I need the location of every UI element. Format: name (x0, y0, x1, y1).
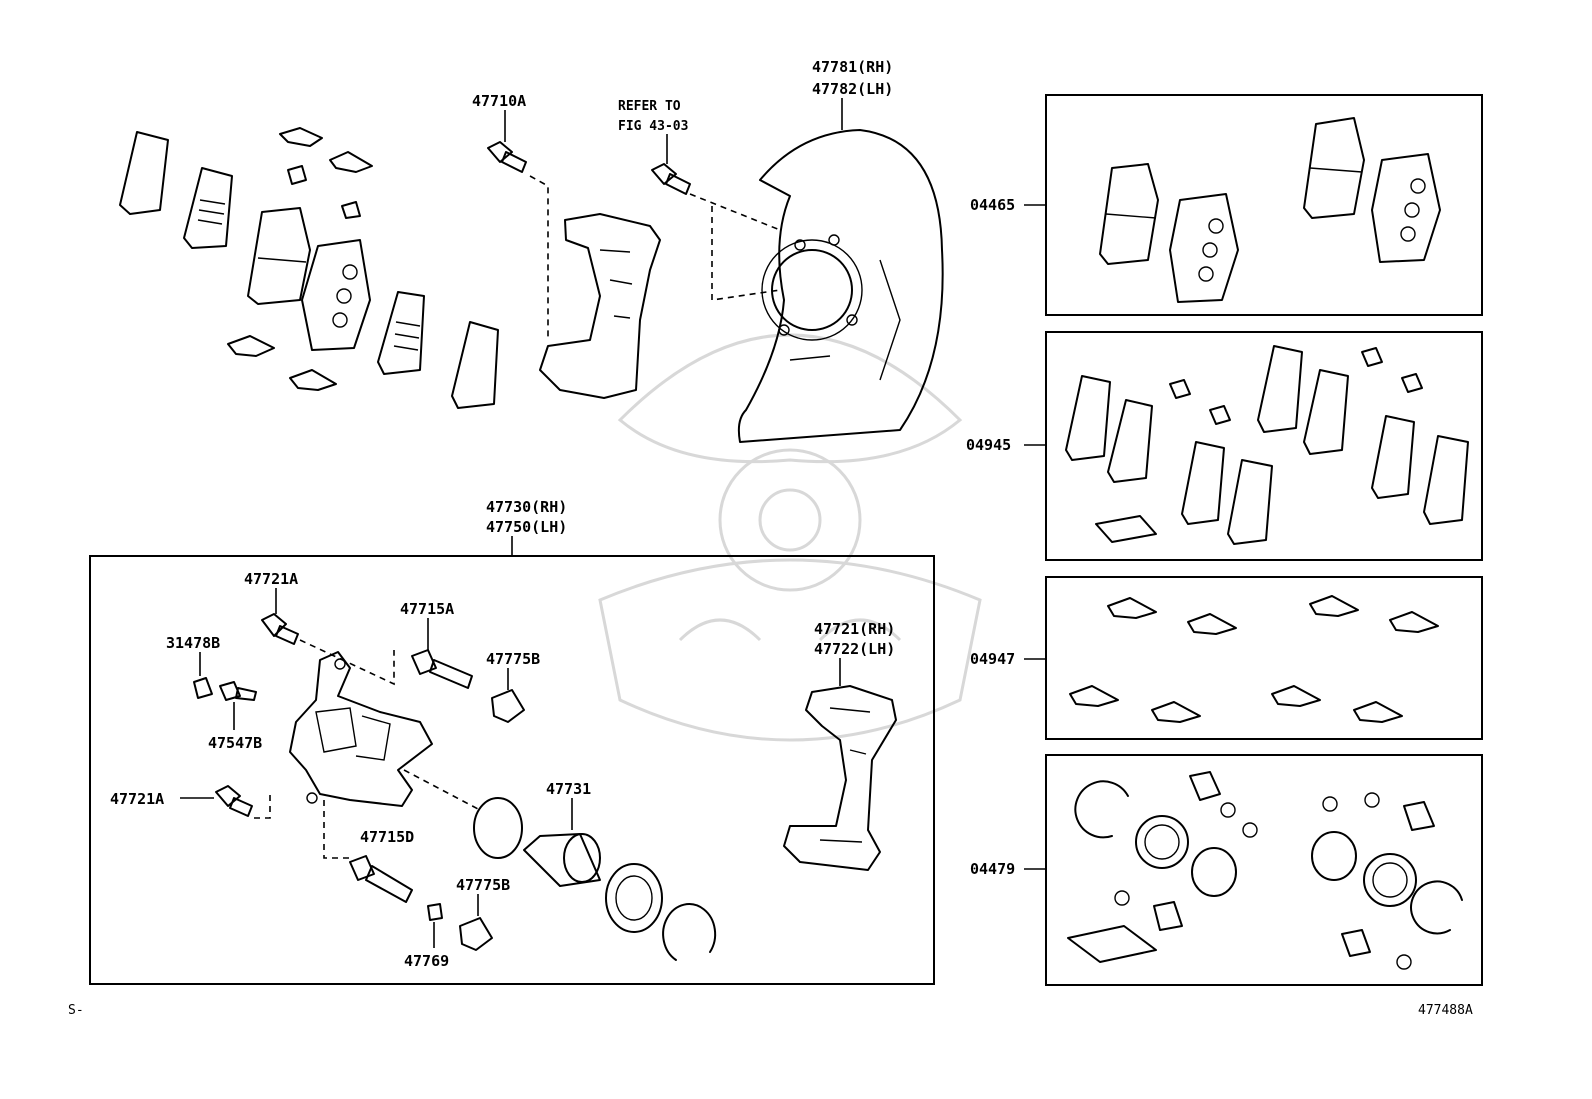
torque-plate-47721[interactable] (783, 685, 897, 871)
label-47715d: 47715D (360, 828, 414, 846)
piston-seal-ring[interactable] (473, 797, 523, 859)
watermark-logo (598, 333, 982, 742)
kit-box-04465[interactable] (1045, 94, 1483, 316)
kit-box-04479[interactable] (1045, 754, 1483, 986)
label-31478b: 31478B (166, 634, 220, 652)
kit-04945-shims (1065, 345, 1469, 545)
bolt-47721a-top[interactable] (261, 613, 299, 645)
piston-47731[interactable] (523, 833, 601, 887)
label-47715a: 47715A (400, 600, 454, 618)
figure-id: 477488A (1418, 1003, 1473, 1018)
kit-04479-seals (1067, 771, 1463, 970)
dust-shield[interactable] (737, 129, 944, 443)
label-47730: 47730(RH) (486, 498, 567, 516)
label-refer-to: REFER TO (618, 99, 681, 114)
label-04947: 04947 (970, 650, 1015, 668)
torque-plate-top[interactable] (539, 213, 661, 399)
kit-box-04947[interactable] (1045, 576, 1483, 740)
set-ring[interactable] (662, 903, 717, 961)
bolt-47710a[interactable] (487, 141, 527, 173)
label-refer-fig: FIG 43-03 (618, 119, 688, 134)
label-47721rh: 47721(RH) (814, 620, 895, 638)
label-47781: 47781(RH) (812, 58, 893, 76)
boot-47775b-bottom[interactable] (459, 917, 493, 951)
label-47721a-top: 47721A (244, 570, 298, 588)
guide-pin-47715a[interactable] (411, 649, 473, 689)
piston-boot[interactable] (605, 863, 663, 933)
label-47782: 47782(LH) (812, 80, 893, 98)
caliper-assembly-box[interactable] (89, 555, 935, 985)
guide-pin-47715d[interactable] (349, 855, 413, 903)
caliper-body[interactable] (289, 651, 433, 807)
corner-label-left: S- (68, 1003, 84, 1018)
bushing-47769[interactable] (427, 903, 443, 921)
kit-box-04945[interactable] (1045, 331, 1483, 561)
kit-04947-clips (1069, 595, 1439, 723)
label-47547b: 47547B (208, 734, 262, 752)
bolt-refer-fig[interactable] (651, 163, 691, 195)
pad-group-top-left[interactable] (119, 127, 499, 409)
label-47722lh: 47722(LH) (814, 640, 895, 658)
boot-47775b-top[interactable] (491, 689, 525, 723)
label-47775b-top: 47775B (486, 650, 540, 668)
label-47731: 47731 (546, 780, 591, 798)
label-47769: 47769 (404, 952, 449, 970)
label-47750: 47750(LH) (486, 518, 567, 536)
label-04465: 04465 (970, 196, 1015, 214)
part-31478b[interactable] (193, 677, 213, 699)
label-04945: 04945 (966, 436, 1011, 454)
label-47710a: 47710A (472, 92, 526, 110)
label-47775b-bottom: 47775B (456, 876, 510, 894)
label-47721a-left: 47721A (110, 790, 164, 808)
label-04479: 04479 (970, 860, 1015, 878)
bolt-47721a-left[interactable] (215, 785, 253, 817)
kit-04465-pads (1099, 117, 1441, 303)
bleeder-47547b[interactable] (219, 681, 257, 701)
